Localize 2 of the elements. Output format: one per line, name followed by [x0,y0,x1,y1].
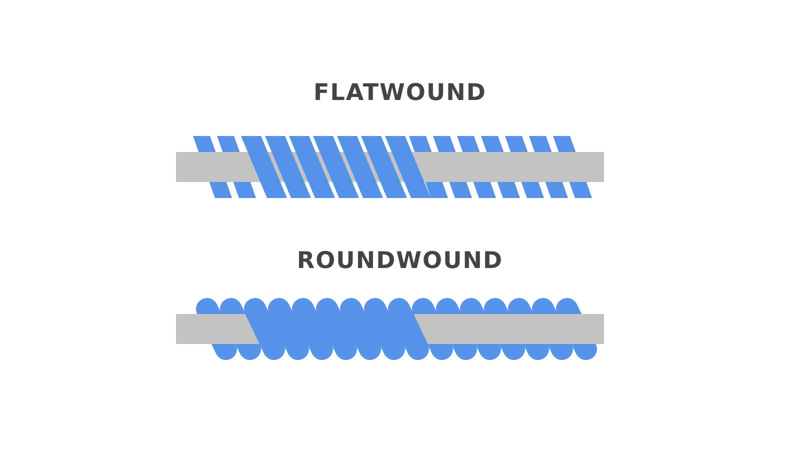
string-type-heading: ROUNDWOUND [296,248,504,274]
string-type-heading: FLATWOUND [313,80,486,106]
